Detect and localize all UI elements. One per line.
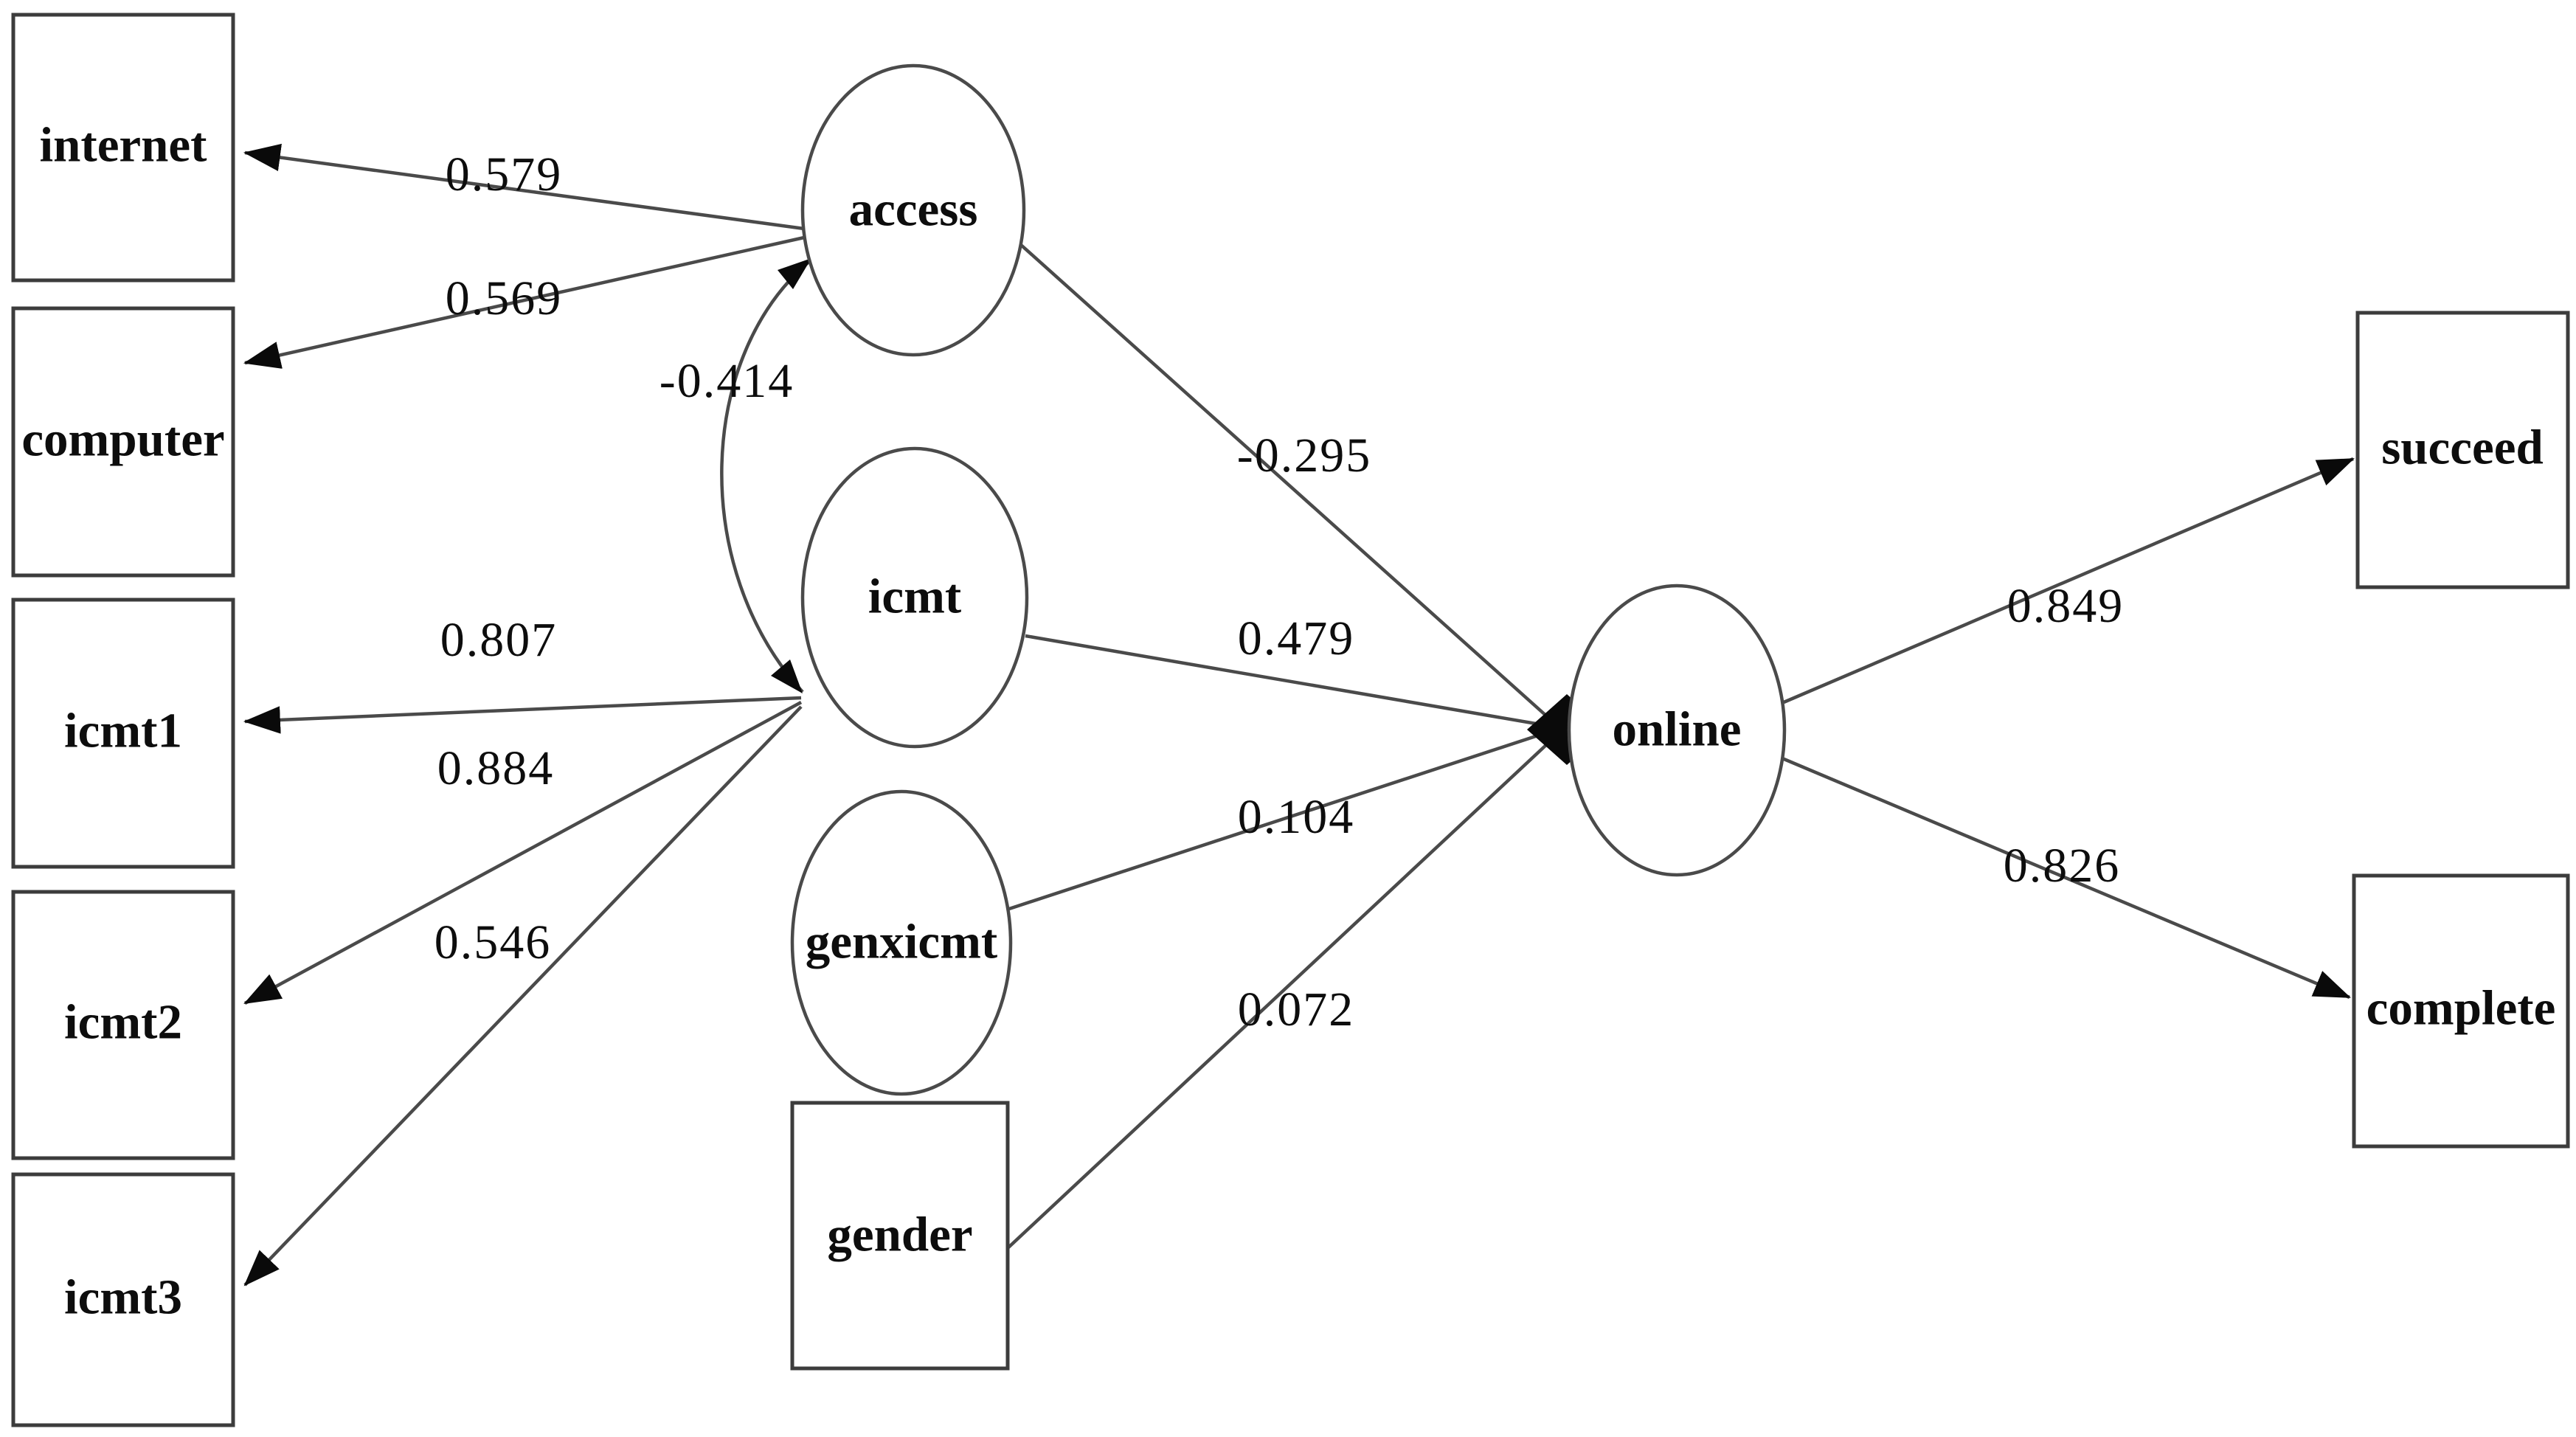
coef-access-internet: 0.579 [446, 148, 563, 201]
internet-label: internet [40, 117, 208, 172]
genxicmt-label: genxicmt [806, 914, 998, 969]
genxicmt-ellipse [790, 789, 1013, 1096]
nodes-group: internet computer icmt1 icmt2 icmt3 acce… [11, 13, 2570, 1427]
edge-icmt-icmt1 [243, 696, 802, 734]
icmt3-box [11, 1172, 235, 1427]
edge-access-online [1019, 243, 1549, 718]
icmt-label: icmt [868, 569, 962, 623]
icmt1-box [11, 598, 235, 869]
coef-gender-online: 0.072 [1238, 983, 1355, 1036]
edge-access-computer [243, 235, 805, 369]
edge-gender-online [1006, 742, 1549, 1250]
icmt-ellipse [800, 446, 1029, 749]
coef-online-complete: 0.826 [2004, 839, 2121, 893]
coef-genxicmt-online: 0.104 [1238, 790, 1355, 844]
coefficient-labels-group: 0.579 0.569 -0.414 0.807 0.884 0.546 -0.… [434, 148, 2125, 1036]
coef-icmt-icmt3: 0.546 [434, 915, 552, 969]
computer-label: computer [21, 412, 224, 466]
coef-access-online: -0.295 [1237, 429, 1371, 482]
complete-label: complete [2366, 980, 2556, 1035]
internet-box [11, 13, 235, 283]
edge-access-internet [243, 143, 805, 231]
gender-box [790, 1101, 1010, 1371]
coef-online-succeed: 0.849 [2007, 579, 2125, 633]
coef-icmt-online: 0.479 [1238, 612, 1355, 665]
edge-icmt-online [1025, 634, 1541, 727]
edge-genxicmt-online [1008, 733, 1541, 911]
access-ellipse [800, 63, 1026, 357]
edge-icmt-icmt3 [243, 705, 803, 1287]
succeed-label: succeed [2381, 420, 2544, 474]
edge-online-complete [1782, 756, 2351, 1000]
icmt1-label: icmt1 [64, 703, 182, 758]
edge-access-icmt-covariance-arc [720, 258, 813, 693]
coef-access-computer: 0.569 [446, 271, 563, 325]
complete-box [2352, 873, 2570, 1149]
gender-label: gender [827, 1207, 972, 1261]
covariance-arrowhead-access [778, 258, 811, 289]
online-label: online [1613, 702, 1742, 756]
icmt2-label: icmt2 [64, 994, 182, 1049]
edge-online-succeed [1783, 457, 2355, 704]
coef-icmt-icmt1: 0.807 [440, 613, 558, 667]
access-label: access [849, 181, 978, 236]
coef-icmt-icmt2: 0.884 [437, 741, 555, 795]
succeed-box [2355, 311, 2570, 589]
computer-box [11, 306, 235, 578]
covariance-arrowhead-icmt [771, 659, 803, 693]
coef-access-icmt-covariance: -0.414 [659, 354, 794, 408]
icmt2-box [11, 890, 235, 1160]
online-ellipse [1567, 584, 1787, 877]
edge-icmt-icmt2 [243, 701, 803, 1005]
icmt3-label: icmt3 [64, 1270, 182, 1324]
